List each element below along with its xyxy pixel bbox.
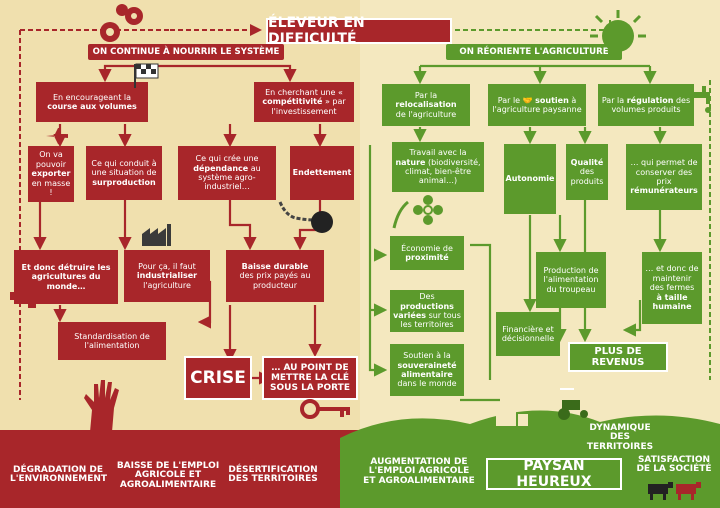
relocalisation-bold: relocalisation <box>395 100 457 110</box>
nature-bold: nature <box>395 157 426 167</box>
industrialiser-bold: industrialiser <box>136 271 198 281</box>
handshake-icon: 🤝 <box>522 95 533 105</box>
soutien-post: l'agriculture paysanne <box>492 105 582 114</box>
house-icon <box>496 404 528 426</box>
mirror-ball-icon <box>590 10 646 52</box>
relocalisation-pre: Par la <box>414 90 438 100</box>
right-band-title: ON RÉORIENTE L'AGRICULTURE <box>446 44 622 60</box>
airplane-icon <box>46 128 68 144</box>
remunerateurs-bold: rémunérateurs <box>630 186 698 196</box>
competitivite-post: » par l'investissement <box>271 97 346 116</box>
soutien-pre: Par le <box>497 95 521 105</box>
competitivite-bold: compétitivité <box>262 97 323 107</box>
tractor-icon <box>558 400 588 420</box>
qualite-bold: Qualité <box>570 157 604 167</box>
checkered-flag-icon <box>134 63 159 88</box>
farm-house-icon <box>652 386 684 410</box>
footer-paysan-heureux: PAYSAN HEUREUX <box>486 458 622 490</box>
regulation-post: des volumes produits <box>611 95 691 114</box>
box-financiere: Financière et décisionnelle <box>496 312 560 356</box>
footer-emploi-baisse: BAISSE DE L'EMPLOI AGRICOLE ET AGROALIME… <box>116 461 220 490</box>
productions-pre: Des <box>419 292 435 302</box>
exporter-pre: On va pouvoir <box>35 150 67 169</box>
fermes-pre: … et donc de maintenir des fermes <box>645 264 699 293</box>
box-crise: CRISE <box>184 356 252 400</box>
footer-dynamique: DYNAMIQUE DES TERRITOIRES <box>586 423 654 452</box>
box-competitivite: En cherchant une «compétitivité » par l'… <box>254 82 354 122</box>
productions-bold: productions variées <box>393 301 454 320</box>
souverainete-post: dans le monde <box>397 379 457 389</box>
boxes-icon <box>10 284 36 308</box>
fermes-bold: à taille humaine <box>652 292 692 312</box>
economie-bold: proximité <box>405 253 449 262</box>
soutien-bold: soutien <box>535 95 569 105</box>
dependance-bold: dépendance <box>193 163 249 173</box>
box-regulation: Par la régulation des volumes produits <box>598 84 694 126</box>
tractor-gears-icon <box>100 4 143 42</box>
cow-icon <box>648 482 673 500</box>
dependance-pre: Ce qui crée une <box>195 154 259 164</box>
flower-icon <box>392 195 443 229</box>
regulation-pre: Par la <box>601 95 625 105</box>
volumes-bold: course aux volumes <box>47 102 137 111</box>
main-title: ÉLEVEUR EN DIFFICULTÉ <box>266 15 452 47</box>
souverainete-pre: Soutien à la <box>403 351 451 361</box>
cow-icon-2 <box>676 482 701 500</box>
exporter-post: en masse ! <box>31 178 71 198</box>
baisse-post: des prix payés au producteur <box>239 271 311 290</box>
relocalisation-post: de l'agriculture <box>395 109 457 119</box>
box-plus-de-revenus: PLUS DE REVENUS <box>568 342 668 372</box>
box-productions-variees: Des productions variées sur tous les ter… <box>390 290 464 332</box>
industrialiser-post: l'agriculture <box>143 280 191 290</box>
key-icon <box>300 399 350 419</box>
drowning-hand-icon <box>84 380 119 432</box>
industrialiser-pre: Pour ça, il faut <box>138 261 196 271</box>
nature-post: (biodiversité, climat, bien-être animal…… <box>404 157 481 186</box>
volumes-pre: En encourageant la <box>53 92 131 102</box>
factory-icon <box>142 224 171 246</box>
regulation-bold: régulation <box>626 95 674 105</box>
productions-post: sur tous les territoires <box>400 311 461 330</box>
souverainete-bold: souveraineté alimentaire <box>397 360 457 379</box>
box-standardisation: Standardisation de l'alimentation <box>58 322 166 360</box>
footer-emploi-hausse: AUGMENTATION DE L'EMPLOI AGRICOLE ET AGR… <box>363 457 475 486</box>
left-ground <box>0 430 360 508</box>
box-cle-sous-la-porte: … AU POINT DE METTRE LA CLÉ SOUS LA PORT… <box>262 356 358 400</box>
left-band-title: ON CONTINUE À NOURRIR LE SYSTÈME <box>88 44 284 60</box>
surproduction-pre: Ce qui conduit à une situation de <box>91 158 157 178</box>
footer-degradation: DÉGRADATION DE L'ENVIRONNEMENT <box>10 465 108 485</box>
ball-and-chain-icon <box>278 201 333 233</box>
exporter-bold: exporter <box>31 169 71 179</box>
baisse-bold: Baisse durable <box>241 261 309 271</box>
nature-pre: Travail avec la <box>409 148 467 158</box>
box-troupeau: Production de l'alimentation du troupeau <box>536 252 606 308</box>
economie-pre: Économie de <box>401 243 453 253</box>
footer-desertification: DÉSERTIFICATION DES TERRITOIRES <box>228 465 318 485</box>
remunerateurs-pre: … qui permet de conserver des prix <box>630 158 698 186</box>
dependance-post: au système agro-industriel… <box>198 163 261 192</box>
qualite-post: des produits <box>570 167 604 186</box>
competitivite-pre: En cherchant une « <box>265 87 343 97</box>
surproduction-bold: surproduction <box>92 177 156 187</box>
tap-icon <box>694 86 711 113</box>
box-autonomie: Autonomie <box>504 144 556 214</box>
footer-satisfaction: SATISFACTION DE LA SOCIÉTÉ <box>636 455 712 475</box>
soutien-mid: à <box>571 95 577 105</box>
box-endettement: Endettement <box>290 146 354 200</box>
